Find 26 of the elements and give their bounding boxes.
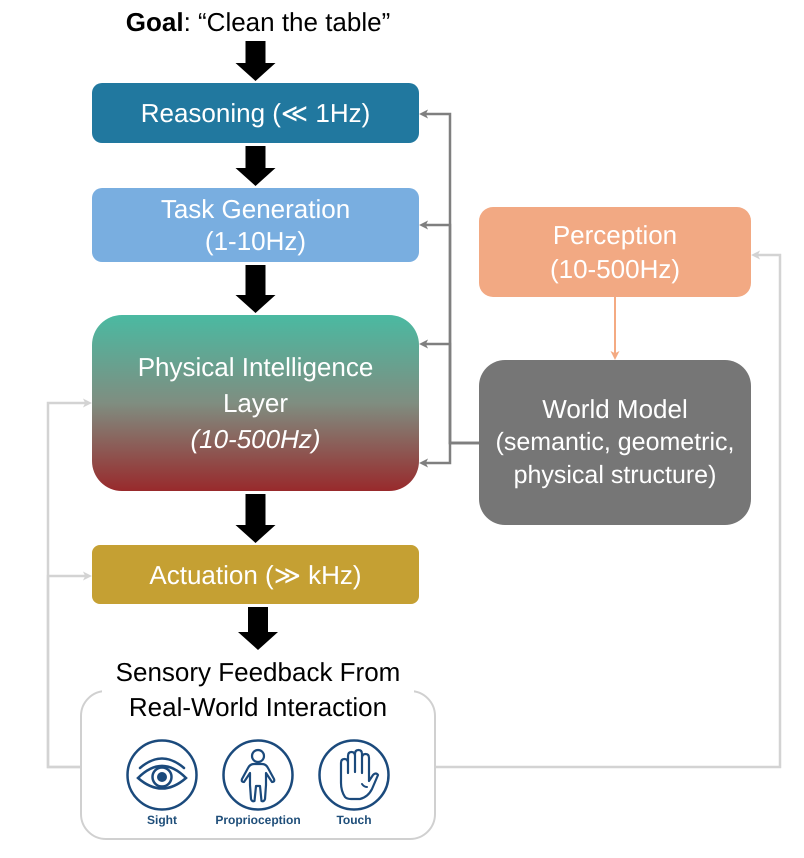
block-arrow <box>236 494 276 543</box>
connector-arrow <box>46 572 92 768</box>
box-label: Reasoning (≪ 1Hz) <box>140 97 370 129</box>
box-label: Physical Intelligence Layer <box>136 351 374 420</box>
block-arrow <box>236 265 276 313</box>
block-arrow <box>238 607 278 650</box>
icon-caption: Sight <box>147 813 177 827</box>
box-label: (semantic, geometric, physical structure) <box>494 427 736 491</box>
goal-text: Goal: “Clean the table” <box>126 6 390 38</box>
block-arrow <box>236 41 276 81</box>
connector-arrow <box>610 297 620 360</box>
icon-caption: Touch <box>336 813 372 827</box>
process-box <box>479 360 751 525</box>
process-box <box>92 83 419 143</box>
box-label: Actuation (≫ kHz) <box>149 558 362 590</box>
process-box <box>92 545 419 604</box>
connector-arrow <box>419 442 479 468</box>
box-label: (10-500Hz) <box>190 423 321 456</box>
box-label: Task Generation (1-10Hz) <box>160 193 352 257</box>
process-box <box>92 188 419 262</box>
box-label: World Model <box>542 393 688 426</box>
process-box <box>92 315 419 491</box>
process-box <box>479 207 751 297</box>
block-arrow <box>236 146 276 186</box>
icon-caption: Proprioception <box>215 813 301 827</box>
box-label: Perception (10-500Hz) <box>548 219 682 286</box>
